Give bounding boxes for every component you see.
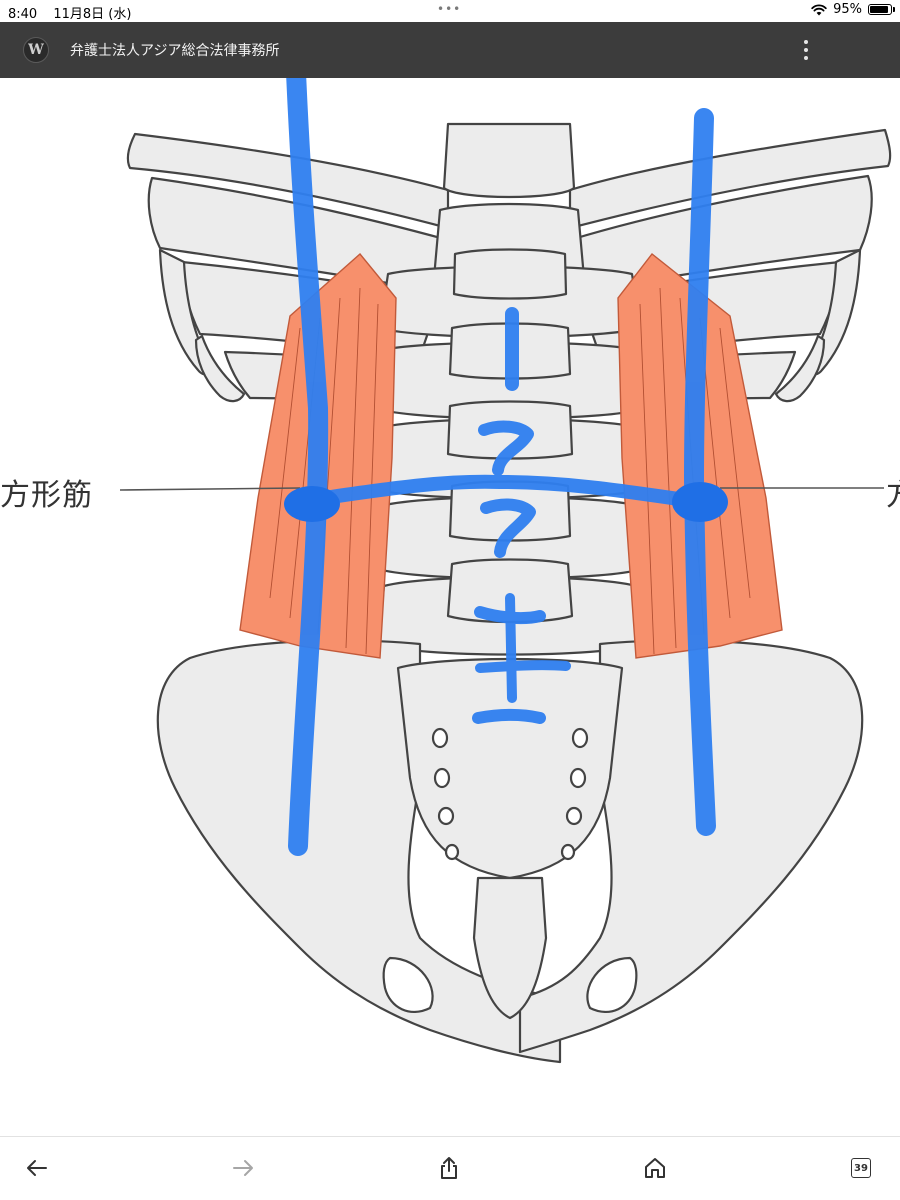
annotation-spine-mark-6 [472, 709, 546, 724]
sacral-foramen [560, 843, 576, 861]
more-vertical-icon[interactable] [796, 35, 816, 65]
forward-arrow-icon [233, 1160, 253, 1176]
home-icon [645, 1158, 665, 1178]
sacrum [396, 657, 624, 880]
sacral-foramen [433, 767, 451, 789]
obturator-left [382, 956, 434, 1013]
home-button[interactable] [638, 1151, 672, 1185]
bottom-toolbar: 39 [0, 1136, 900, 1200]
rib-left-1 [126, 132, 450, 230]
battery-icon [868, 4, 895, 15]
rib-right-1 [568, 128, 892, 230]
rib-right-6 [774, 334, 826, 403]
label-leader-left [119, 487, 301, 491]
annotation-horizontal [303, 474, 707, 509]
status-time: 8:40 [8, 7, 38, 22]
annotation-dot-right [672, 482, 728, 522]
anatomy-illustration [119, 78, 892, 1064]
multitasking-dots[interactable]: ••• [437, 2, 462, 16]
sacral-foramen [431, 727, 449, 749]
sacral-foramen [444, 843, 460, 861]
battery-percent: 95% [833, 2, 862, 17]
ilium-left [156, 639, 562, 1064]
sacral-foramen [437, 806, 455, 826]
annotation-spine-mark-3 [480, 498, 536, 558]
browser-header: W 弁護士法人アジア総合法律事務所 [0, 22, 900, 78]
muscle-fibers-left [269, 287, 379, 655]
status-left: 8:40 11月8日 (水) [8, 3, 143, 22]
wifi-icon [811, 3, 827, 15]
figure-label-right: 方 [886, 470, 900, 514]
coccyx [472, 876, 548, 1020]
figure-label-left: 方形筋 [0, 478, 93, 513]
page-content[interactable]: 方形筋 方 [0, 78, 900, 1136]
sacral-foramen [569, 767, 587, 789]
obturator-right [586, 956, 638, 1013]
sacral-foramen [565, 806, 583, 826]
tabs-button[interactable]: 39 [844, 1151, 878, 1185]
annotation-dot-left [284, 486, 340, 522]
share-button[interactable] [432, 1151, 466, 1185]
annotation-spine-mark-2 [478, 420, 534, 476]
site-title[interactable]: 弁護士法人アジア総合法律事務所 [70, 43, 280, 59]
back-button[interactable] [20, 1151, 54, 1185]
sacral-foramen [571, 727, 589, 749]
tabs-icon: 39 [851, 1158, 871, 1178]
battery-level [870, 6, 888, 13]
annotation-line-left [286, 78, 329, 856]
status-right: 95% [811, 2, 895, 17]
rib-left-6 [194, 334, 246, 403]
share-icon [441, 1157, 457, 1179]
vertebra-t11 [442, 122, 576, 199]
back-arrow-icon [27, 1160, 47, 1176]
annotation-spine-mark-7 [505, 593, 517, 703]
annotation-line-right [684, 108, 716, 836]
annotation-spine-mark-5 [475, 660, 571, 673]
wordpress-icon[interactable]: W [23, 37, 49, 63]
annotation-strokes [286, 78, 716, 856]
vertebra-l1-body [452, 248, 568, 300]
status-date: 11月8日 (水) [53, 7, 132, 22]
forward-button[interactable] [226, 1151, 260, 1185]
status-bar: 8:40 11月8日 (水) ••• 95% [0, 0, 900, 22]
